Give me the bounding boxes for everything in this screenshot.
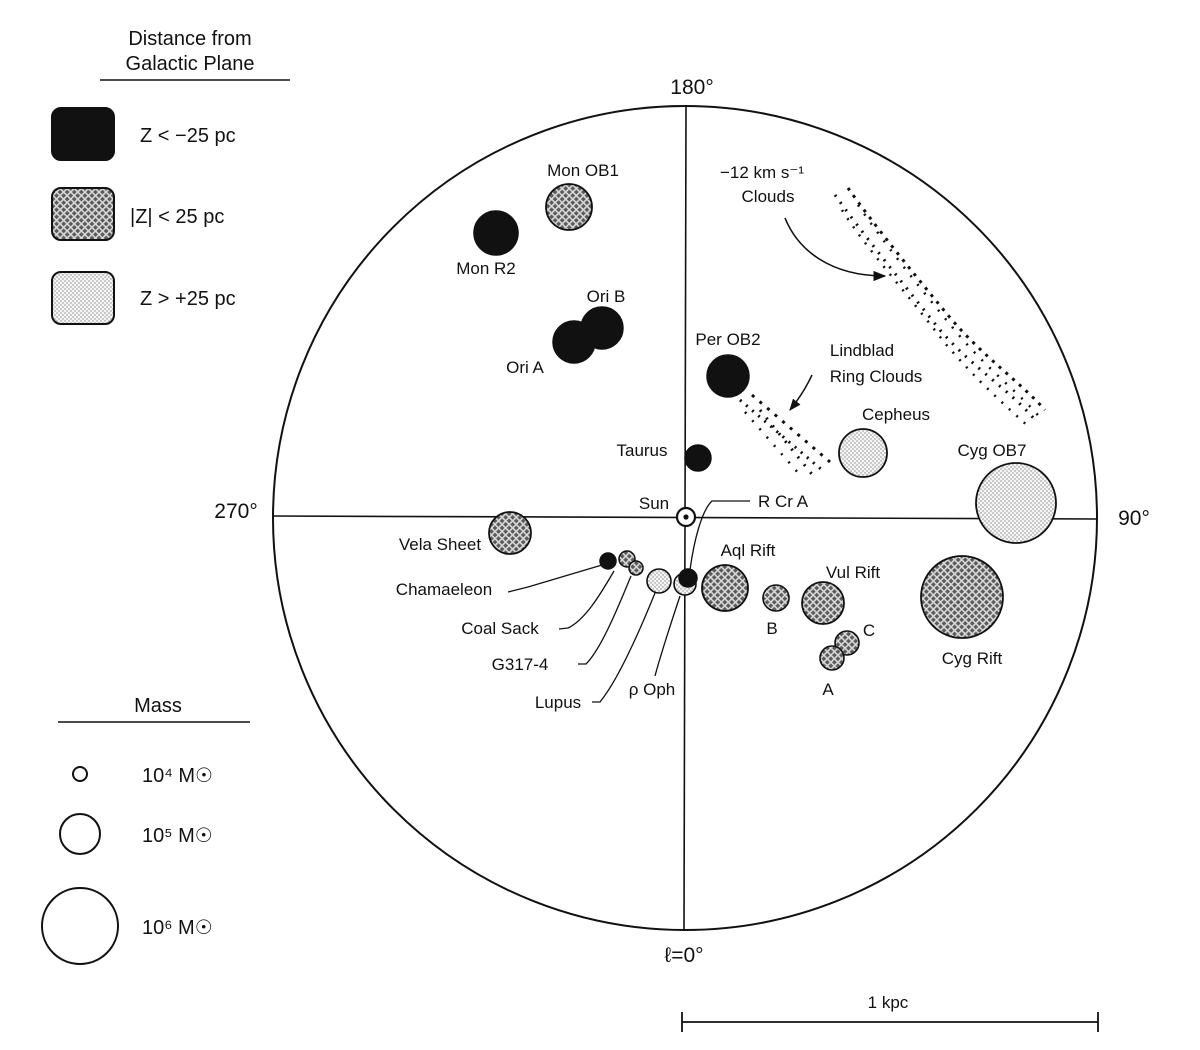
cloud-ori-b-label: Ori B [587,287,626,306]
distance-legend-title-line1: Distance from [128,28,251,50]
cloud-a-label: A [822,680,834,699]
cloud-r-cr-a [678,568,698,588]
cloud-lupus [646,568,672,594]
minus12-label-line2: Clouds [742,187,795,206]
lindblad-label-line2: Ring Clouds [830,367,923,386]
cloud-b [762,584,790,612]
mass-symbol-1e4 [72,766,88,782]
lindblad-arrow [789,374,813,411]
cloud-vul-rift-label: Vul Rift [826,563,880,582]
minus12-dots-d [856,204,1043,421]
mass-label-1e6: 10⁶ M☉ [142,917,213,939]
cloud-vela-sheet-label: Vela Sheet [399,535,482,554]
legend-swatch-stipple [51,271,115,325]
mass-label-1e4: 10⁴ M☉ [142,765,213,787]
cloud-taurus [684,444,712,472]
cloud-a [819,645,845,671]
cloud-mon-ob1-label: Mon OB1 [547,161,619,180]
minus12-dots-a [833,194,1037,421]
cloud-mon-r2 [473,210,519,256]
legend-label-z-above: Z > +25 pc [140,288,236,310]
cloud-rho-oph-label: ρ Oph [629,680,676,699]
cloud-rho-oph-leader [654,595,681,677]
minus12-dots-c [840,209,1031,429]
cloud-chamaeleon-label: Chamaeleon [396,580,492,599]
scale-bar: 1 kpc [681,993,1099,1032]
mass-legend: Mass 10⁴ M☉ 10⁵ M☉ 10⁶ M☉ [41,695,250,965]
mass-symbol-1e6 [41,887,119,965]
mass-legend-title: Mass [134,695,182,717]
minus12-clouds-band [833,187,1047,429]
lindblad-ring-dots-a [739,398,823,472]
cloud-taurus-label: Taurus [616,441,667,460]
cloud-chamaeleon-leader [507,564,603,593]
distance-legend: Distance from Galactic Plane Z < −25 pc … [51,28,290,325]
cloud-aql-rift [701,564,749,612]
legend-swatch-cross [51,187,115,241]
minus12-label-line1: −12 km s⁻¹ [720,163,804,182]
legend-label-z-within: |Z| < 25 pc [130,206,224,228]
lindblad-ring-dots-c [758,409,817,479]
cloud-lupus-label: Lupus [535,693,581,712]
cloud-lupus-leader [592,592,656,703]
minus12-arrow [784,217,887,282]
cloud-cyg-rift [920,555,1004,639]
cloud-r-cr-a-label: R Cr A [758,492,809,511]
cloud-cyg-rift-label: Cyg Rift [942,649,1003,668]
legend-swatch-solid [51,107,115,161]
cloud-coal-sack-leader [558,570,615,630]
mass-symbol-1e5 [59,813,101,855]
cloud-r-cr-a-leader [689,500,750,571]
cloud-c-label: C [863,621,875,640]
cloud-cepheus-label: Cepheus [862,405,930,424]
legend-label-z-below: Z < −25 pc [140,125,236,147]
lindblad-label-line1: Lindblad [830,341,894,360]
cloud-per-ob2-label: Per OB2 [695,330,760,349]
mass-label-1e5: 10⁵ M☉ [142,825,213,847]
axis-label-180: 180° [670,76,713,99]
cloud-ori-a [552,320,596,364]
sun-symbol-dot [683,514,689,520]
cloud-vul-rift [801,581,845,625]
galactic-plane-map: 180° 270° 90° ℓ=0° Sun Mon OB1 Mon R2 Or… [214,76,1150,967]
cloud-mon-r2-label: Mon R2 [456,259,516,278]
cloud-g317-4-label: G317-4 [492,655,549,674]
cloud-g317-4 [628,560,644,576]
distance-legend-title-line2: Galactic Plane [126,53,255,75]
cloud-aql-rift-label: Aql Rift [721,541,776,560]
cloud-coal-sack-label: Coal Sack [461,619,539,638]
cloud-ori-a-label: Ori A [506,358,544,377]
cloud-mon-ob1 [545,183,593,231]
map-boundary-circle [272,105,1098,931]
lindblad-ring-dots-b [751,393,831,464]
cloud-vela-sheet [488,511,532,555]
sun-label: Sun [639,494,669,513]
cloud-cyg-ob7 [975,462,1057,544]
scale-bar-label: 1 kpc [868,993,909,1012]
axis-label-90: 90° [1118,507,1150,530]
axis-label-0: ℓ=0° [664,944,703,967]
cloud-per-ob2 [706,354,750,398]
cloud-cepheus [838,428,888,478]
lindblad-ring-dots-d [744,411,801,476]
cloud-cyg-ob7-label: Cyg OB7 [958,441,1027,460]
cloud-b-label: B [766,619,777,638]
lindblad-ring-clouds-band [739,393,831,479]
axis-label-270: 270° [214,500,257,523]
cloud-g317-4-leader [578,575,632,665]
cloud-chamaeleon [599,552,617,570]
